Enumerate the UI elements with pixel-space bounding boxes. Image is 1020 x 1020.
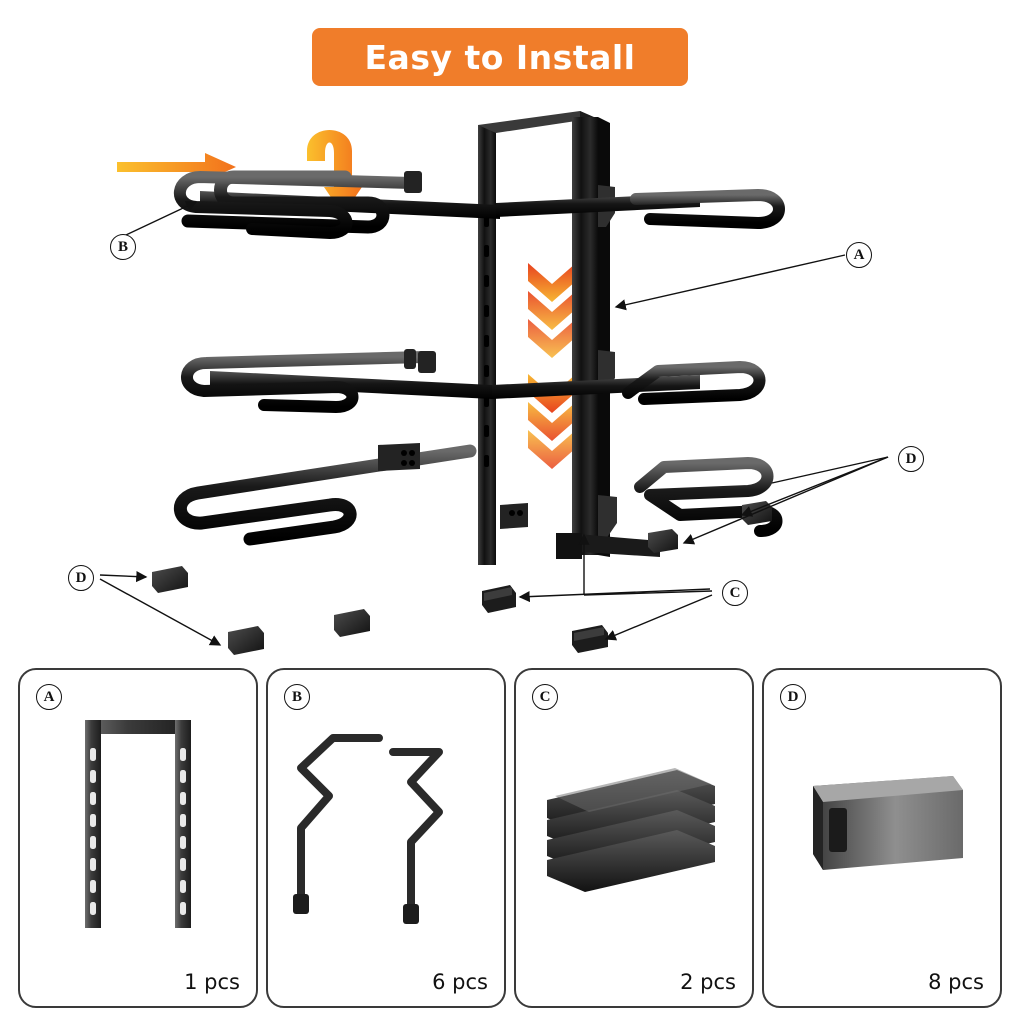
callout-leader-lines <box>99 201 889 646</box>
connector-plate-2 <box>572 625 608 653</box>
callout-badge-d-right: D <box>898 446 924 472</box>
up-chevrons-icon <box>528 263 576 358</box>
part-qty-a: 1 pcs <box>184 970 240 994</box>
part-badge-d: D <box>780 684 806 710</box>
callout-badge-a: A <box>846 242 872 268</box>
rubber-foot-5 <box>648 529 678 553</box>
page-title-banner: Easy to Install <box>312 28 688 86</box>
part-qty-d: 8 pcs <box>928 970 984 994</box>
exploded-assembly-diagram: A B C D D <box>0 95 1020 665</box>
part-card-c[interactable]: C <box>514 668 754 1008</box>
rack-bar-top-left-2 <box>173 171 418 239</box>
rack-bar-mid-left <box>181 351 430 413</box>
main-frame-part <box>478 111 660 565</box>
part-qty-b: 6 pcs <box>432 970 488 994</box>
rack-bar-mid-right <box>622 361 766 405</box>
part-art-plates <box>516 708 752 938</box>
rubber-foot-2 <box>228 626 264 655</box>
callout-badge-c: C <box>722 580 748 606</box>
assembly-svg <box>99 111 889 655</box>
part-card-a[interactable]: A <box>18 668 258 1008</box>
rubber-foot-1 <box>152 566 188 593</box>
callout-badge-b: B <box>110 234 136 260</box>
bar-end-hooks <box>378 171 528 529</box>
part-art-bars <box>268 708 504 938</box>
part-art-foot <box>764 708 1000 938</box>
part-card-b[interactable]: B 6 pcs <box>266 668 506 1008</box>
part-badge-b: B <box>284 684 310 710</box>
part-card-d[interactable]: D 8 pcs <box>762 668 1002 1008</box>
part-badge-c: C <box>532 684 558 710</box>
rack-bar-bottom-left <box>173 444 477 546</box>
part-qty-c: 2 pcs <box>680 970 736 994</box>
connector-plate-1 <box>482 585 516 613</box>
rubber-foot-3 <box>334 609 370 637</box>
rack-bar-top-right <box>630 189 785 229</box>
part-art-frame <box>20 708 256 938</box>
page-title: Easy to Install <box>364 37 636 77</box>
part-badge-a: A <box>36 684 62 710</box>
parts-list: A <box>18 668 1002 1008</box>
rack-bar-bottom-right <box>634 457 783 537</box>
callout-badge-d-left: D <box>68 565 94 591</box>
